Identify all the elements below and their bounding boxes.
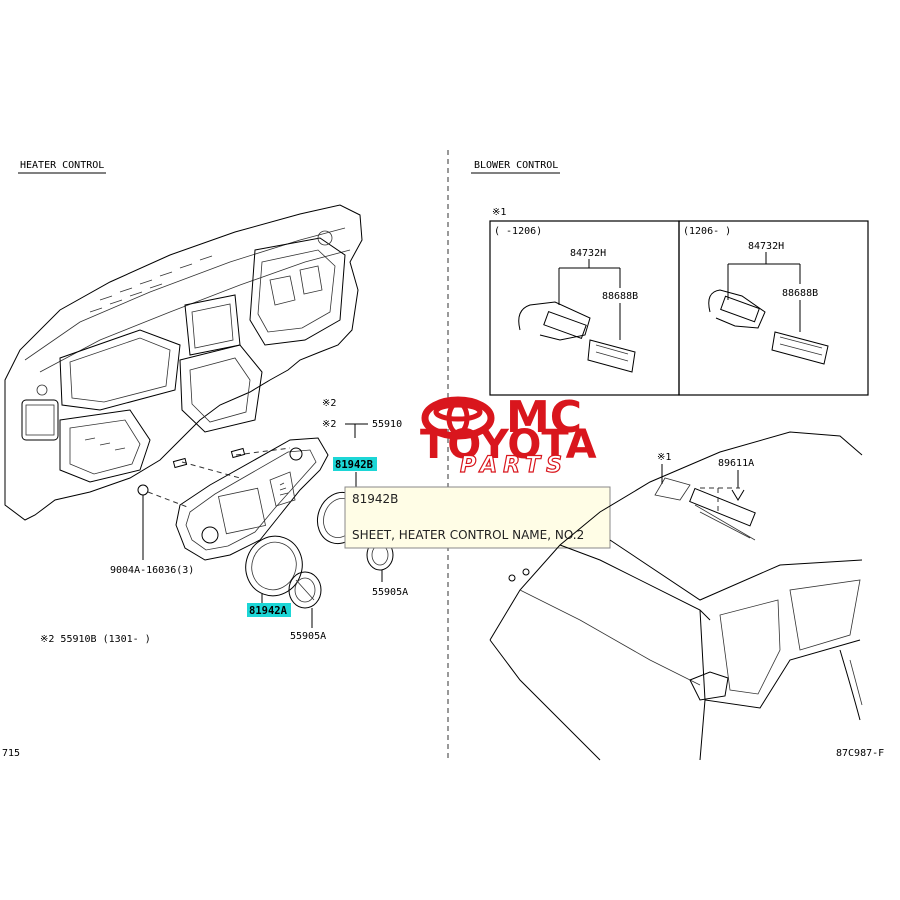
leader-dash-1 — [181, 461, 241, 479]
leader-dash-2 — [235, 447, 291, 456]
part-label-55910B[interactable]: ※2 55910B (1301- ) — [40, 634, 151, 645]
blower-left-part-a[interactable]: 84732H — [570, 248, 606, 259]
blower-right-range: (1206- ) — [683, 226, 731, 237]
roof-mark: ※1 — [657, 452, 671, 463]
blower-right-harness — [708, 289, 829, 365]
ring-81942A-inner — [251, 541, 297, 591]
part-label-89611A[interactable]: 89611A — [718, 458, 754, 469]
car-illustration — [489, 431, 863, 761]
part-label-55905A-bottom[interactable]: 55905A — [290, 631, 326, 642]
blower-right-part-b[interactable]: 88688B — [782, 288, 818, 299]
logo-line3: PARTS — [460, 453, 568, 478]
roof-bolt-icon — [731, 489, 745, 501]
dashboard-illustration — [4, 204, 363, 521]
blower-right-part-a[interactable]: 84732H — [748, 241, 784, 252]
part-label-81942B[interactable]: 81942B — [335, 459, 373, 471]
blower-left-range: ( -1206) — [494, 226, 542, 237]
heater-control-panel — [175, 437, 329, 561]
clip-part-2 — [230, 447, 246, 459]
mark-label-1: ※2 — [322, 398, 336, 409]
highlight-81942A — [247, 603, 291, 617]
blower-left-part-b[interactable]: 88688B — [602, 291, 638, 302]
ring-81942A-outer — [245, 535, 303, 597]
knob-55905A-bottom — [288, 571, 322, 609]
clip-part-1 — [172, 457, 188, 469]
roof-dashed-guide — [700, 487, 740, 512]
toyota-emblem — [421, 396, 495, 440]
heater-control-title: HEATER CONTROL — [20, 160, 104, 171]
logo-line2: TOYOTA — [420, 422, 597, 468]
blower-mark: ※1 — [492, 207, 506, 218]
screw-icon — [137, 484, 149, 496]
screw-leader — [147, 491, 191, 509]
mark-label-2: ※2 — [322, 419, 336, 430]
footer-left-code: 715 — [2, 748, 20, 759]
part-label-81942A[interactable]: 81942A — [249, 605, 288, 617]
blower-control-title: BLOWER CONTROL — [474, 160, 558, 171]
part-label-9004A[interactable]: 9004A-16036(3) — [110, 565, 194, 576]
blower-box-right — [678, 220, 869, 396]
tooltip-description: SHEET, HEATER CONTROL NAME, NO.2 — [352, 528, 584, 542]
part-label-55905A-right[interactable]: 55905A — [372, 587, 408, 598]
tooltip-part-number: 81942B — [352, 492, 398, 506]
logo-line1: MC — [506, 392, 582, 443]
blower-left-harness — [518, 301, 636, 373]
footer-right-code: 87C987-F — [836, 748, 884, 759]
highlight-81942B — [333, 457, 377, 471]
part-tooltip: 81942B SHEET, HEATER CONTROL NAME, NO.2 — [344, 486, 611, 549]
watermark-logo: MC TOYOTA PARTS — [420, 392, 597, 479]
part-label-55910[interactable]: 55910 — [372, 419, 402, 430]
